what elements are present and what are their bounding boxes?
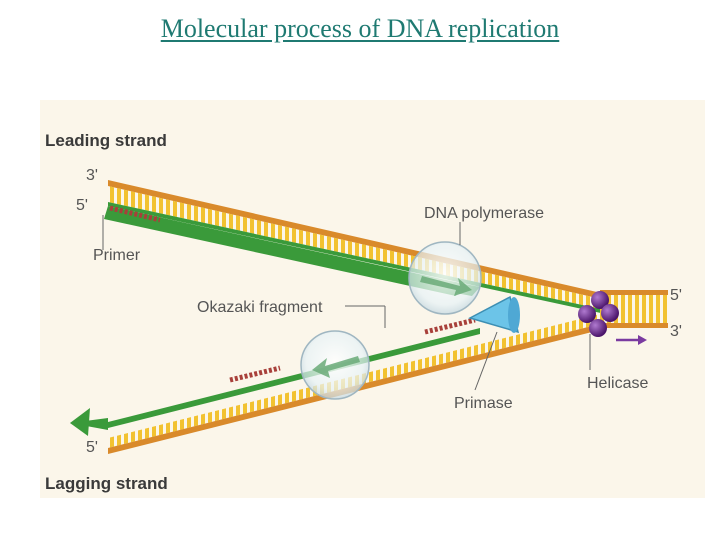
primer-leading [109, 205, 161, 223]
replication-diagram-svg: Leading strand 3' 5' Primer DNA polymera… [45, 131, 682, 493]
leading-strand-label: Leading strand [45, 131, 167, 150]
lagging-strand-label: Lagging strand [45, 474, 168, 493]
primase-icon [468, 295, 520, 334]
okazaki-fragment-label: Okazaki fragment [197, 299, 323, 316]
lagging-new-strand [70, 328, 480, 436]
dna-polymerase-label: DNA polymerase [424, 205, 544, 222]
leading-3prime-label: 3' [86, 167, 98, 184]
helicase-icon [578, 291, 619, 337]
right-5prime-label: 5' [670, 287, 682, 304]
helicase-label: Helicase [587, 375, 648, 392]
leading-parent-strand [108, 180, 610, 311]
polymerase-lagging-icon [300, 330, 370, 400]
okazaki-primers [229, 317, 476, 383]
helicase-direction-arrow [616, 335, 647, 345]
slide-title: Molecular process of DNA replication [160, 14, 560, 43]
lagging-5prime-label: 5' [86, 439, 98, 456]
replication-diagram: Leading strand 3' 5' Primer DNA polymera… [40, 100, 705, 498]
polymerase-icon [408, 241, 482, 315]
primase-label: Primase [454, 395, 513, 412]
primer-label: Primer [93, 247, 141, 264]
leader-lines [102, 215, 591, 391]
right-3prime-label: 3' [670, 323, 682, 340]
leading-5prime-label: 5' [76, 197, 88, 214]
